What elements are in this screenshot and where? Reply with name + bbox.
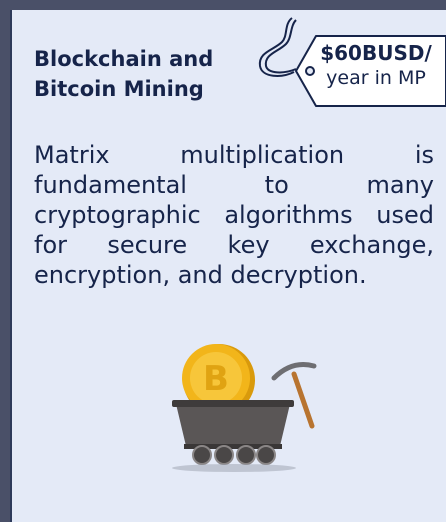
price-tag-outline: [258, 17, 446, 107]
svg-text:B: B: [203, 359, 229, 399]
price-amount: $60BUSD/: [320, 41, 432, 65]
price-tag: $60BUSD/ year in MP: [304, 40, 446, 90]
course-card: Blockchain and Bitcoin Mining $60BUSD/ y…: [10, 10, 446, 522]
mining-cart-illustration: B: [172, 344, 317, 472]
mine-cart-icon: [172, 400, 296, 472]
price-period: year in MP: [326, 67, 426, 89]
pickaxe-icon: [271, 362, 317, 429]
card-description: Matrix multiplication is fundamental to …: [34, 141, 434, 289]
card-title: Blockchain and Bitcoin Mining: [34, 47, 214, 101]
